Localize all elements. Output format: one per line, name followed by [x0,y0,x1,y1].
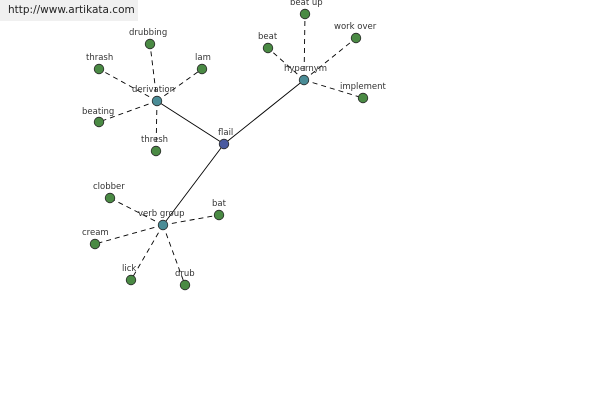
edge-flail-verb-group [162,143,225,226]
word-node-beat-up[interactable]: beat up [290,0,323,20]
center-node-flail[interactable]: flail [218,128,233,150]
word-node-lick-label: lick [122,264,136,274]
word-node-clobber-dot[interactable] [104,192,116,204]
word-node-drub-dot[interactable] [179,279,191,291]
word-node-beating-dot[interactable] [93,116,105,128]
watermark[interactable]: http://www.artikata.com [0,0,138,21]
edge-hypernym-work-over [303,37,357,81]
word-node-beat[interactable]: beat [258,32,278,54]
edge-verb-group-drub [162,224,186,286]
word-node-implement-label: implement [340,82,387,92]
word-node-beat-label: beat [258,32,278,42]
edge-verb-group-clobber [109,197,164,226]
relation-node-hypernym[interactable]: hypernym [284,64,327,86]
relation-node-derivation[interactable]: derivation [132,85,175,107]
word-node-cream-label: cream [82,228,109,238]
word-node-clobber[interactable]: clobber [93,182,125,204]
word-node-lick-dot[interactable] [125,274,137,286]
center-node-flail-label: flail [218,128,233,138]
word-node-drub[interactable]: drub [175,269,195,291]
word-node-cream[interactable]: cream [82,228,109,250]
word-node-beating-label: beating [82,107,114,117]
edge-flail-derivation [156,100,225,145]
edge-verb-group-bat [162,214,220,226]
graph-edges [94,13,364,286]
edge-flail-hypernym [223,79,305,145]
word-node-thresh[interactable]: thresh [141,135,168,157]
word-node-bat-dot[interactable] [213,209,225,221]
word-node-thresh-label: thresh [141,135,168,145]
word-node-work-over-dot[interactable] [350,32,362,44]
relation-node-hypernym-label: hypernym [284,64,327,74]
edge-derivation-lam [156,68,203,102]
word-node-thrash-label: thrash [86,53,113,63]
relation-node-verb-group-label: verb group [138,209,185,219]
edge-verb-group-cream [94,224,164,245]
center-node-flail-dot[interactable] [218,138,230,150]
word-node-lam-label: lam [195,53,211,63]
relation-node-verb-group-dot[interactable] [157,219,169,231]
edge-derivation-beating [98,100,158,123]
word-node-beat-up-label: beat up [290,0,323,8]
relation-node-verb-group[interactable]: verb group [138,209,185,231]
edge-hypernym-implement [303,79,364,99]
word-node-lam[interactable]: lam [195,53,211,75]
word-node-beat-up-dot[interactable] [299,8,311,20]
word-node-thresh-dot[interactable] [150,145,162,157]
relation-node-derivation-dot[interactable] [151,95,163,107]
edge-verb-group-lick [130,224,164,281]
word-node-clobber-label: clobber [93,182,125,192]
word-node-thrash-dot[interactable] [93,63,105,75]
relation-node-hypernym-dot[interactable] [298,74,310,86]
word-node-work-over-label: work over [334,22,377,32]
word-node-beat-dot[interactable] [262,42,274,54]
word-node-lam-dot[interactable] [196,63,208,75]
relation-node-derivation-label: derivation [132,85,175,95]
edge-hypernym-beat-up [303,13,306,81]
word-node-work-over[interactable]: work over [334,22,377,44]
word-node-drubbing-label: drubbing [129,28,167,38]
word-node-implement[interactable]: implement [340,82,387,104]
edge-derivation-thrash [98,68,158,102]
word-node-drubbing-dot[interactable] [144,38,156,50]
graph-nodes: drubbing thrash lam beating thresh derivation… [82,0,387,291]
word-node-implement-dot[interactable] [357,92,369,104]
word-node-beating[interactable]: beating [82,107,114,128]
edge-hypernym-beat [267,47,305,81]
word-node-drub-label: drub [175,269,195,279]
edge-derivation-drubbing [149,43,158,102]
word-node-bat[interactable]: bat [212,199,227,221]
word-node-lick[interactable]: lick [122,264,137,286]
word-node-drubbing[interactable]: drubbing [129,28,167,50]
word-node-bat-label: bat [212,199,227,209]
word-node-thrash[interactable]: thrash [86,53,113,75]
word-node-cream-dot[interactable] [89,238,101,250]
